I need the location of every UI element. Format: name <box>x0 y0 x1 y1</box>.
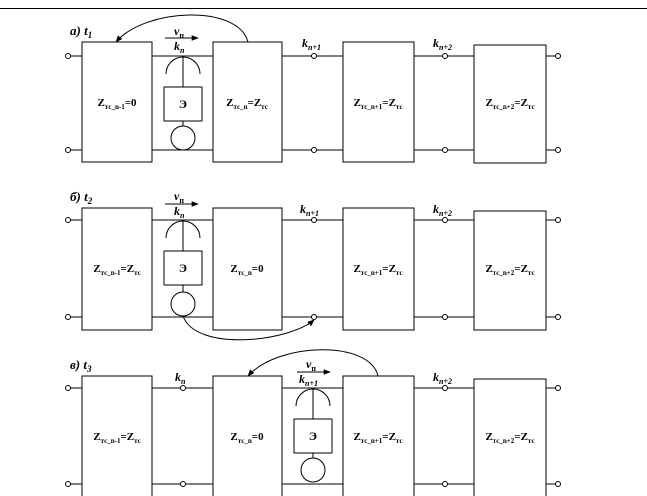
impedance-block <box>342 207 415 331</box>
impedance-block <box>81 207 153 331</box>
panel-a: Э <box>65 14 561 164</box>
terminal-node <box>65 217 71 223</box>
source-box <box>163 250 203 286</box>
terminal-node <box>555 481 561 487</box>
wheel-circle-icon <box>170 291 196 317</box>
terminal-node <box>65 53 71 59</box>
loco-node-label: kn <box>174 204 185 220</box>
node-point <box>311 53 317 59</box>
terminal-node <box>555 385 561 391</box>
impedance-block <box>81 41 153 163</box>
speed-label: vп <box>174 24 184 40</box>
terminal-node <box>65 481 71 487</box>
terminal-node <box>65 385 71 391</box>
node-point <box>311 314 317 320</box>
node-label: kn+1 <box>300 202 319 218</box>
source-label: Э <box>179 97 187 111</box>
node-point <box>311 147 317 153</box>
node-point <box>442 481 448 487</box>
panel-c: Э <box>65 349 561 496</box>
speed-label: vп <box>174 189 184 205</box>
node-point <box>442 147 448 153</box>
node-point <box>442 314 448 320</box>
terminal-node <box>555 53 561 59</box>
node-label: kn+2 <box>433 202 452 218</box>
panel-b: Э <box>65 201 561 341</box>
node-point <box>180 385 186 391</box>
node-label: kn <box>175 370 186 386</box>
impedance-block <box>81 375 153 496</box>
panel-b-caption: б) t2 <box>70 189 93 206</box>
impedance-block <box>342 41 415 163</box>
impedance-block <box>473 378 547 496</box>
loco-node-label: kn+1 <box>299 372 318 388</box>
terminal-node <box>65 147 71 153</box>
shunt-transfer-arc <box>247 349 379 377</box>
source-label: Э <box>179 261 187 275</box>
node-point <box>311 217 317 223</box>
terminal-node <box>555 147 561 153</box>
wheel-circle-icon <box>170 125 196 151</box>
node-label: kn+1 <box>302 36 321 52</box>
panel-c-caption: в) t3 <box>70 357 92 374</box>
node-point <box>180 481 186 487</box>
source-label: Э <box>309 429 317 443</box>
shunt-transfer-arc <box>182 315 315 341</box>
impedance-block <box>342 375 415 496</box>
speed-label: vп <box>306 357 316 373</box>
impedance-block <box>212 41 283 163</box>
impedance-block <box>212 375 283 496</box>
terminal-node <box>555 314 561 320</box>
impedance-block <box>473 210 547 331</box>
loco-node-label: kn <box>174 39 185 55</box>
node-point <box>442 217 448 223</box>
terminal-node <box>65 314 71 320</box>
node-point <box>442 385 448 391</box>
impedance-block <box>473 44 547 164</box>
node-point <box>442 53 448 59</box>
panel-a-caption: а) t1 <box>70 23 92 40</box>
wheel-circle-icon <box>300 457 326 483</box>
terminal-node <box>555 217 561 223</box>
shunt-transfer-arc <box>115 14 249 43</box>
impedance-block <box>212 207 283 331</box>
node-label: kn+2 <box>433 370 452 386</box>
node-label: kn+2 <box>433 36 452 52</box>
